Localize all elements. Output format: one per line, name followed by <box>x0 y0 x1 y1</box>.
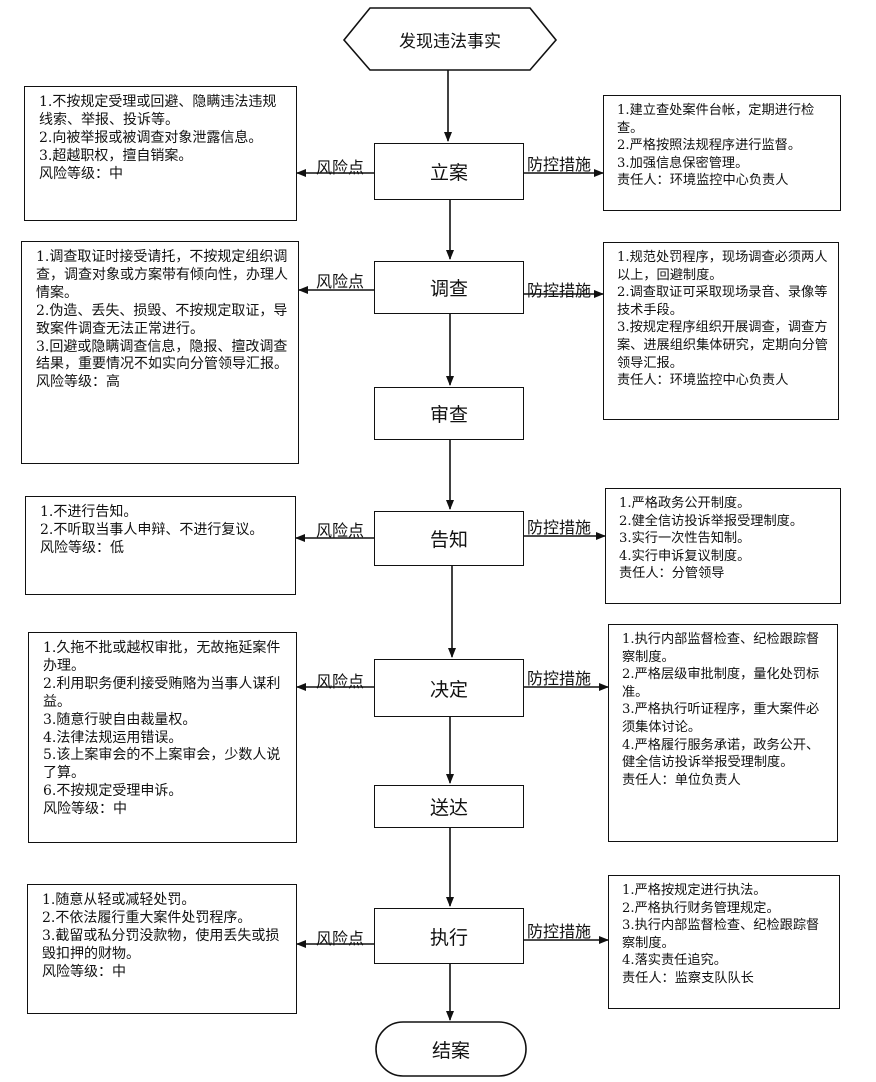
control-item: 1.严格政务公开制度。 <box>619 496 751 511</box>
risk-item: 3.截留或私分罚没款物，使用丢失或损毁扣押的财物。 <box>42 927 280 962</box>
risk-level: 风险等级：中 <box>43 801 127 818</box>
responsible-person: 责任人：监察支队队长 <box>622 970 754 986</box>
control-item: 2.调查取证可采取现场录音、录像等技术手段。 <box>617 285 828 318</box>
control-box-diaocha: 1.规范处罚程序，现场调查必须两人以上，回避制度。 2.调查取证可采取现场录音、… <box>603 242 839 420</box>
risk-item: 2.不听取当事人申辩、不进行复议。 <box>40 521 264 538</box>
start-hexagon <box>342 7 558 71</box>
control-box-jueding: 1.执行内部监督检查、纪检跟踪督察制度。 2.严格层级审批制度，量化处罚标准。 … <box>608 624 838 842</box>
risk-label-gaozhi: 风险点 <box>316 521 365 540</box>
risk-item: 2.向被举报或被调查对象泄露信息。 <box>39 129 263 146</box>
start-node-label: 发现违法事实 <box>399 31 501 52</box>
risk-box-diaocha: 1.调查取证时接受请托，不按规定组织调查，调查对象或方案带有倾向性，办理人情案。… <box>21 241 299 464</box>
step-zhixing: 执行 <box>374 908 524 964</box>
risk-item: 3.回避或隐瞒调查信息，隐报、擅改调查结果，重要情况不如实向分管领导汇报。 <box>36 338 288 373</box>
step-shencha: 审查 <box>374 387 524 440</box>
risk-label-diaocha: 风险点 <box>316 272 365 291</box>
control-item: 3.严格执行听证程序，重大案件必须集体讨论。 <box>622 702 820 735</box>
risk-item: 4.法律法规运用错误。 <box>43 729 183 746</box>
end-node-label: 结案 <box>431 1039 470 1062</box>
control-item: 1.规范处罚程序，现场调查必须两人以上，回避制度。 <box>617 250 828 283</box>
risk-item: 1.久拖不批或越权审批，无故拖延案件办理。 <box>43 640 281 674</box>
risk-box-zhixing: 1.随意从轻或减轻处罚。 2.不依法履行重大案件处罚程序。 3.截留或私分罚没款… <box>27 884 297 1014</box>
end-terminator <box>375 1021 527 1077</box>
control-item: 2.健全信访投诉举报受理制度。 <box>619 513 804 529</box>
step-lian: 立案 <box>374 143 524 200</box>
step-songda: 送达 <box>374 785 524 828</box>
responsible-person: 责任人：单位负责人 <box>622 772 741 788</box>
step-diaocha: 调查 <box>374 261 524 314</box>
risk-item: 1.不按规定受理或回避、隐瞒违法违规线索、举报、投诉等。 <box>39 94 277 128</box>
risk-level: 风险等级：中 <box>42 963 126 980</box>
responsible-person: 责任人：分管领导 <box>619 566 725 582</box>
risk-level: 风险等级：高 <box>36 374 120 391</box>
control-item: 4.严格履行服务承诺，政务公开、健全信访投诉举报受理制度。 <box>622 737 820 771</box>
risk-label-jueding: 风险点 <box>316 672 365 691</box>
step-gaozhi: 告知 <box>374 511 524 566</box>
control-item: 2.严格按照法规程序进行监督。 <box>617 138 802 154</box>
control-box-zhixing: 1.严格按规定进行执法。 2.严格执行财务管理规定。 3.执行内部监督检查、纪检… <box>608 875 840 1009</box>
risk-box-jueding: 1.久拖不批或越权审批，无故拖延案件办理。 2.利用职务便利接受贿赂为当事人谋利… <box>28 632 297 843</box>
risk-label-zhixing: 风险点 <box>316 929 365 948</box>
control-item: 1.严格按规定进行执法。 <box>622 883 767 898</box>
control-box-gaozhi: 1.严格政务公开制度。 2.健全信访投诉举报受理制度。 3.实行一次性告知制。 … <box>605 488 841 604</box>
control-label-diaocha: 防控措施 <box>527 281 592 300</box>
risk-item: 1.调查取证时接受请托，不按规定组织调查，调查对象或方案带有倾向性，办理人情案。 <box>36 249 288 301</box>
control-item: 3.加强信息保密管理。 <box>617 155 749 171</box>
control-item: 2.严格执行财务管理规定。 <box>622 900 780 916</box>
control-label-jueding: 防控措施 <box>527 669 592 688</box>
control-item: 3.实行一次性告知制。 <box>619 531 751 547</box>
risk-item: 3.随意行驶自由裁量权。 <box>43 711 197 728</box>
risk-item: 2.利用职务便利接受贿赂为当事人谋利益。 <box>43 675 281 710</box>
responsible-person: 责任人：环境监控中心负责人 <box>617 373 789 389</box>
risk-item: 2.伪造、丢失、损毁、不按规定取证，导致案件调查无法正常进行。 <box>36 302 288 337</box>
control-item: 1.执行内部监督检查、纪检跟踪督察制度。 <box>622 632 820 665</box>
risk-box-gaozhi: 1.不进行告知。 2.不听取当事人申辩、不进行复议。 风险等级：低 <box>25 496 296 595</box>
control-item: 3.执行内部监督检查、纪检跟踪督察制度。 <box>622 918 820 951</box>
risk-item: 1.随意从轻或减轻处罚。 <box>42 892 196 908</box>
step-jueding: 决定 <box>374 659 524 717</box>
risk-item: 5.该上案审会的不上案审会，少数人说了算。 <box>43 747 281 782</box>
risk-box-lian: 1.不按规定受理或回避、隐瞒违法违规线索、举报、投诉等。 2.向被举报或被调查对… <box>24 86 297 221</box>
control-box-lian: 1.建立查处案件台帐，定期进行检查。 2.严格按照法规程序进行监督。 3.加强信… <box>603 95 841 211</box>
risk-level: 风险等级：低 <box>40 539 124 556</box>
risk-item: 6.不按规定受理申诉。 <box>43 783 183 800</box>
risk-item: 2.不依法履行重大案件处罚程序。 <box>42 909 252 926</box>
control-label-zhixing: 防控措施 <box>527 922 592 941</box>
responsible-person: 责任人：环境监控中心负责人 <box>617 173 789 189</box>
control-label-gaozhi: 防控措施 <box>527 518 592 537</box>
control-item: 4.实行申诉复议制度。 <box>619 548 751 564</box>
risk-item: 3.超越职权，擅自销案。 <box>39 147 193 164</box>
control-item: 3.按规定程序组织开展调查，调查方案、进展组织集体研究，定期向分管领导汇报。 <box>617 320 828 371</box>
risk-label-lian: 风险点 <box>316 158 365 177</box>
risk-item: 1.不进行告知。 <box>40 504 138 520</box>
risk-level: 风险等级：中 <box>39 165 123 182</box>
control-item: 1.建立查处案件台帐，定期进行检查。 <box>617 103 815 136</box>
control-label-lian: 防控措施 <box>527 155 592 174</box>
control-item: 2.严格层级审批制度，量化处罚标准。 <box>622 667 820 700</box>
control-item: 4.落实责任追究。 <box>622 953 727 969</box>
